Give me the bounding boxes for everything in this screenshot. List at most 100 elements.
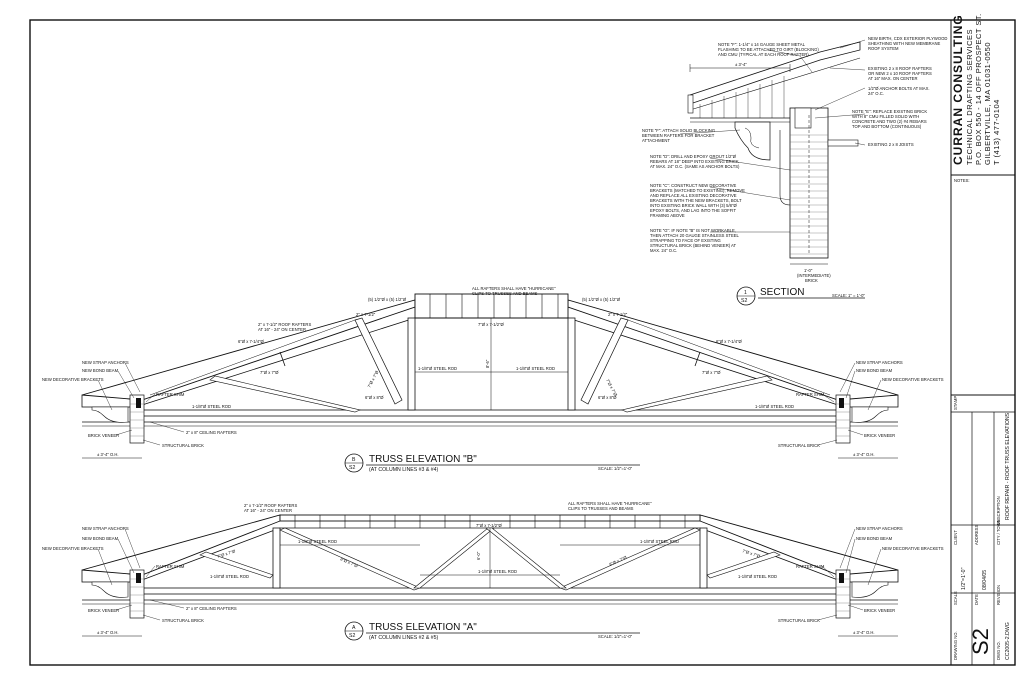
description-label: DESCRIPTION (996, 496, 1001, 525)
svg-text:NOTE "F": 1-1/4" x 14 GAUGE SH: NOTE "F": 1-1/4" x 14 GAUGE SHEET METAL (718, 42, 806, 47)
svg-text:RAFTER SHIM: RAFTER SHIM (796, 564, 825, 569)
client-label: CLIENT (953, 530, 958, 545)
svg-text:7"Ø x 7"Ø: 7"Ø x 7"Ø (217, 548, 237, 559)
svg-text:NEW STRAP ANCHORS: NEW STRAP ANCHORS (856, 526, 903, 531)
svg-text:BRACKETS (MATCHED TO EXISTING): BRACKETS (MATCHED TO EXISTING), REMOVE (650, 188, 745, 193)
section-note-6: EXISTING 2 x 8 JOISTS (868, 142, 914, 147)
svg-text:7"Ø x 7"Ø: 7"Ø x 7"Ø (366, 369, 379, 388)
svg-text:2" x 7-1/2": 2" x 7-1/2" (356, 312, 376, 317)
svg-text:24" O.C.: 24" O.C. (868, 91, 884, 96)
svg-text:BRICK VENEER: BRICK VENEER (864, 608, 895, 613)
svg-text:1-1/8"Ø STEEL ROD: 1-1/8"Ø STEEL ROD (755, 404, 794, 409)
svg-text:ROOF SYSTEM: ROOF SYSTEM (868, 46, 899, 51)
svg-text:RAFTER SHIM: RAFTER SHIM (156, 564, 185, 569)
svg-text:MAX. 24" O.C.: MAX. 24" O.C. (650, 248, 677, 253)
b-title: TRUSS ELEVATION "B" (369, 454, 477, 465)
svg-text:NEW STRAP ANCHORS: NEW STRAP ANCHORS (82, 360, 129, 365)
svg-text:AND CMU (TYPICAL AT EACH ROOF: AND CMU (TYPICAL AT EACH ROOF RAFTER) (718, 52, 809, 57)
svg-text:INTO EXISTING BRICK WALL WITH: INTO EXISTING BRICK WALL WITH (3) 5/8"Ø (650, 203, 737, 208)
svg-text:ATTACHMENT: ATTACHMENT (642, 138, 670, 143)
svg-text:NEW BOND BEAM: NEW BOND BEAM (82, 536, 119, 541)
svg-text:7"Ø x 7"Ø: 7"Ø x 7"Ø (702, 370, 721, 375)
svg-text:2" x 7-1/2": 2" x 7-1/2" (608, 312, 628, 317)
svg-text:6"Ø x 8"Ø: 6"Ø x 8"Ø (365, 395, 384, 400)
revision-label: REVISION (996, 585, 1001, 605)
section-wall-material: BRICK (805, 278, 818, 283)
description-value: ROOF REPAIR - ROOF TRUSS ELEVATIONS (1005, 412, 1011, 520)
dwg-value: CC2005-2.DWG (1005, 622, 1011, 660)
svg-text:NEW DECORATIVE BRACKETS: NEW DECORATIVE BRACKETS (882, 377, 944, 382)
b-right-callouts: NEW STRAP ANCHORS NEW BOND BEAM NEW DECO… (778, 360, 944, 448)
city-label: CITY / TOWN (996, 519, 1001, 545)
company-line-1: TECHNICAL DRAFTING SERVICES (965, 29, 974, 165)
b-scale: SCALE: 1/2"=1'-0" (598, 466, 633, 471)
svg-text:6"Ø x 7-1/4"Ø: 6"Ø x 7-1/4"Ø (716, 339, 743, 344)
svg-text:1-1/8"Ø STEEL ROD: 1-1/8"Ø STEEL ROD (210, 574, 249, 579)
date-value: 08/04/05 (982, 570, 988, 590)
sheet-border (29, 19, 1016, 666)
svg-text:CLIPS TO TRUSSES AND BEAMS: CLIPS TO TRUSSES AND BEAMS (568, 506, 634, 511)
svg-text:7"Ø x 7"Ø: 7"Ø x 7"Ø (742, 548, 762, 559)
svg-text:NEW STRAP ANCHORS: NEW STRAP ANCHORS (82, 526, 129, 531)
b-circle-num: B (352, 457, 356, 463)
a-right-callouts: NEW STRAP ANCHORS NEW BOND BEAM NEW DECO… (778, 526, 944, 623)
svg-text:THEN ATTACH 20 GAUGE STAINLESS: THEN ATTACH 20 GAUGE STAINLESS STEEL (650, 233, 740, 238)
svg-text:WITH 8" CMU FILLED SOLID WITH: WITH 8" CMU FILLED SOLID WITH (852, 114, 919, 119)
svg-text:TOP AND BOTTOM (CONTINUOUS): TOP AND BOTTOM (CONTINUOUS) (852, 124, 922, 129)
b-left-callouts: NEW STRAP ANCHORS NEW BOND BEAM NEW DECO… (42, 360, 237, 448)
section-note-9: NOTE "C": CONSTRUCT NEW DECORATIVE BRACK… (650, 183, 745, 218)
svg-text:EXISTING 2 x 8 ROOF RAFTERS: EXISTING 2 x 8 ROOF RAFTERS (868, 66, 932, 71)
svg-text:6"Ø x 7-1/4"Ø: 6"Ø x 7-1/4"Ø (238, 339, 265, 344)
section-detail: ± 3'-4" 1'-0" (INTERMEDIATE) BRICK NOTE … (642, 36, 947, 306)
svg-text:7"Ø x 7"Ø: 7"Ø x 7"Ø (260, 370, 279, 375)
svg-text:ALL RAFTERS SHALL HAVE "HURRIC: ALL RAFTERS SHALL HAVE "HURRICANE" (472, 286, 556, 291)
svg-text:STRUCTURAL BRICK: STRUCTURAL BRICK (778, 443, 820, 448)
b-member-labels: ALL RAFTERS SHALL HAVE "HURRICANE"CLIPS … (192, 286, 794, 409)
section-note-3: EXISTING 2 x 8 ROOF RAFTERS OR NEW 2 x 1… (868, 66, 932, 81)
svg-text:NOTE "G": IF NOTE "B" IS NOT W: NOTE "G": IF NOTE "B" IS NOT WORKABLE, (650, 228, 736, 233)
section-scale: SCALE: 1" = 1'-0" (832, 293, 865, 298)
dwg-label: DWG NO. (996, 641, 1001, 660)
svg-text:7"Ø x 7-1/2"Ø: 7"Ø x 7-1/2"Ø (476, 523, 503, 528)
svg-text:NEW DECORATIVE BRACKETS: NEW DECORATIVE BRACKETS (42, 377, 104, 382)
section-wall-type: (INTERMEDIATE) (797, 273, 831, 278)
section-wall-dim: 1'-0" (804, 268, 813, 273)
b-subtitle: (AT COLUMN LINES #3 & #4) (369, 467, 439, 473)
company-line-4: T (413) 477-0104 (992, 99, 1001, 165)
a-circle-sheet: S2 (349, 633, 355, 639)
section-circle-num: 1 (744, 290, 747, 296)
section-note-1: NOTE "F": 1-1/4" x 14 GAUGE SHEET METAL … (718, 42, 819, 57)
section-circle-sheet: S2 (741, 298, 747, 304)
svg-text:EPOXY BOLTS, AND LAG INTO THE: EPOXY BOLTS, AND LAG INTO THE SOFFIT (650, 208, 736, 213)
svg-text:NEW BOND BEAM: NEW BOND BEAM (856, 368, 893, 373)
notes-label: NOTES: (954, 178, 970, 183)
scale-value: 1/2"=1'-0" (961, 567, 967, 590)
section-dim-top: ± 3'-4" (735, 62, 747, 67)
svg-text:NEW DECORATIVE BRACKETS: NEW DECORATIVE BRACKETS (42, 546, 104, 551)
truss-elevation-b: ± 3'-4" O.H. ± 3'-4" O.H. ALL RAFTERS SH… (42, 286, 944, 473)
a-left-callouts: NEW STRAP ANCHORS NEW BOND BEAM NEW DECO… (42, 526, 237, 623)
company-line-2: P.O. BOX 550 - 14 OFF PROSPECT ST. (974, 13, 983, 165)
svg-text:1-1/8"Ø STEEL ROD: 1-1/8"Ø STEEL ROD (640, 539, 679, 544)
a-scale: SCALE: 1/2"=1'-0" (598, 634, 633, 639)
svg-text:NOTE "F": ATTACH SOLID BLOCKIN: NOTE "F": ATTACH SOLID BLOCKING (642, 128, 715, 133)
section-note-8: NOTE "D": DRILL AND EPOXY GROUT 1/2"Ø RE… (650, 154, 740, 169)
sheet-label: DRAWING NO. (953, 631, 958, 660)
svg-text:1/2"Ø ANCHOR BOLTS AT MAX.: 1/2"Ø ANCHOR BOLTS AT MAX. (868, 86, 930, 91)
svg-text:NOTE "C": CONSTRUCT NEW DECORA: NOTE "C": CONSTRUCT NEW DECORATIVE (650, 183, 737, 188)
svg-text:1-1/8"Ø STEEL ROD: 1-1/8"Ø STEEL ROD (298, 539, 337, 544)
b-dim-right: ± 3'-4" O.H. (853, 452, 875, 457)
svg-text:BRICK VENEER: BRICK VENEER (88, 608, 119, 613)
svg-text:RAFTER SHIM: RAFTER SHIM (156, 392, 185, 397)
section-title-block: 1 S2 SECTION SCALE: 1" = 1'-0" (736, 286, 865, 306)
stamp-label: STAMP: (953, 395, 958, 410)
a-subtitle: (AT COLUMN LINES #2 & #5) (369, 635, 439, 641)
a-dim-left: ± 3'-4" O.H. (97, 630, 119, 635)
svg-text:1-1/8"Ø STEEL ROD: 1-1/8"Ø STEEL ROD (418, 366, 457, 371)
a-member-labels: 2" x 7-1/2" ROOF RAFTERS AT 16" - 24" ON… (210, 501, 777, 579)
svg-text:NEW DECORATIVE BRACKETS: NEW DECORATIVE BRACKETS (882, 546, 944, 551)
company-line-3: GILBERTVILLE, MA 01031-0550 (983, 42, 992, 165)
svg-text:CONCRETE AND TWO (2) #4 REBARS: CONCRETE AND TWO (2) #4 REBARS (852, 119, 927, 124)
a-title: TRUSS ELEVATION "A" (369, 622, 477, 633)
